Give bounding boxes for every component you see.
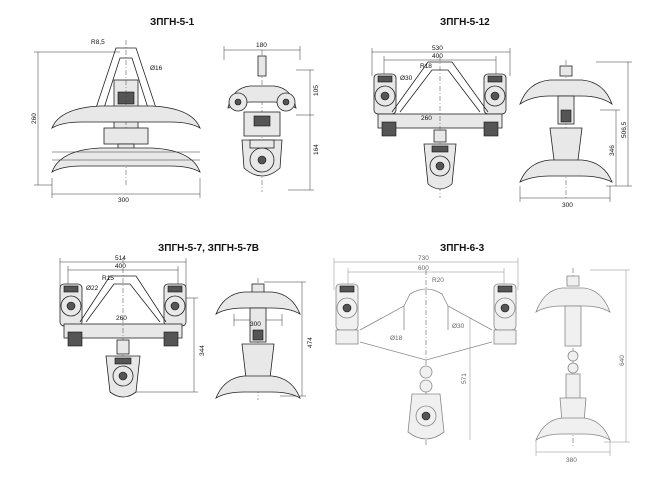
dim-side-h-4: 640 bbox=[619, 355, 626, 366]
dim-h2-2: 506,5 bbox=[621, 121, 628, 138]
drawing-title-1: ЗПГН-5-1 bbox=[150, 17, 195, 28]
drawing-2-side-view: 300 346 506,5 bbox=[519, 60, 632, 209]
drawing-3-front-view: 514 400 R15 Ø22 260 344 bbox=[59, 255, 206, 398]
dim-dia1-4: Ø30 bbox=[452, 323, 465, 330]
dim-height: 260 bbox=[31, 113, 38, 124]
dim-span-3: 260 bbox=[116, 315, 127, 322]
drawing-3-side-view: 300 474 bbox=[215, 278, 314, 400]
dim-radius-4: R20 bbox=[432, 277, 444, 284]
dim-radius-2: R18 bbox=[420, 63, 432, 70]
dim-side-w-3: 300 bbox=[250, 321, 261, 328]
dim-width: 300 bbox=[118, 197, 129, 204]
dim-dia: Ø16 bbox=[150, 65, 163, 72]
dim-side-h-3: 474 bbox=[307, 337, 314, 348]
dim-side-h2: 164 bbox=[313, 144, 320, 155]
dim-h1-2: 346 bbox=[609, 145, 616, 156]
dim-dia-3: Ø22 bbox=[86, 285, 99, 292]
drawing-title-2: ЗПГН-5-12 bbox=[440, 17, 490, 28]
drawing-title-3: ЗПГН-5-7, ЗПГН-5-7В bbox=[158, 243, 260, 254]
drawing-1-front-view: R8,5 Ø16 260 300 bbox=[31, 39, 201, 204]
drawing-1-side-view: 180 105 164 bbox=[223, 42, 320, 192]
dim-w-outer-3: 514 bbox=[115, 255, 126, 262]
dim-w-inner-4: 600 bbox=[418, 265, 429, 272]
dim-side-width: 180 bbox=[256, 42, 267, 49]
dim-h-3: 344 bbox=[199, 345, 206, 356]
dim-dia-2: Ø30 bbox=[400, 75, 413, 82]
dim-base-4: 380 bbox=[566, 457, 577, 464]
drawing-title-4: ЗПГН-6-3 bbox=[440, 243, 485, 254]
drawing-4-side-view: 380 640 bbox=[535, 268, 630, 464]
dim-side-h1: 105 bbox=[313, 85, 320, 96]
dim-w-outer-4: 730 bbox=[418, 255, 429, 262]
dim-radius-3: R15 bbox=[102, 275, 114, 282]
dim-w-inner-2: 400 bbox=[432, 53, 443, 60]
dim-h-4: 571 bbox=[461, 373, 468, 384]
dim-w-inner-3: 400 bbox=[115, 263, 126, 270]
drawing-4-front-view: 730 600 R20 Ø30 Ø18 571 bbox=[333, 255, 519, 446]
dim-r-top: R8,5 bbox=[91, 39, 105, 46]
dim-dia2-4: Ø18 bbox=[390, 335, 403, 342]
dim-base-2: 300 bbox=[562, 202, 573, 209]
dim-span-2: 260 bbox=[421, 115, 432, 122]
drawing-2-front-view: 530 400 R18 Ø30 260 bbox=[371, 45, 511, 198]
dim-w-outer-2: 530 bbox=[432, 45, 443, 52]
